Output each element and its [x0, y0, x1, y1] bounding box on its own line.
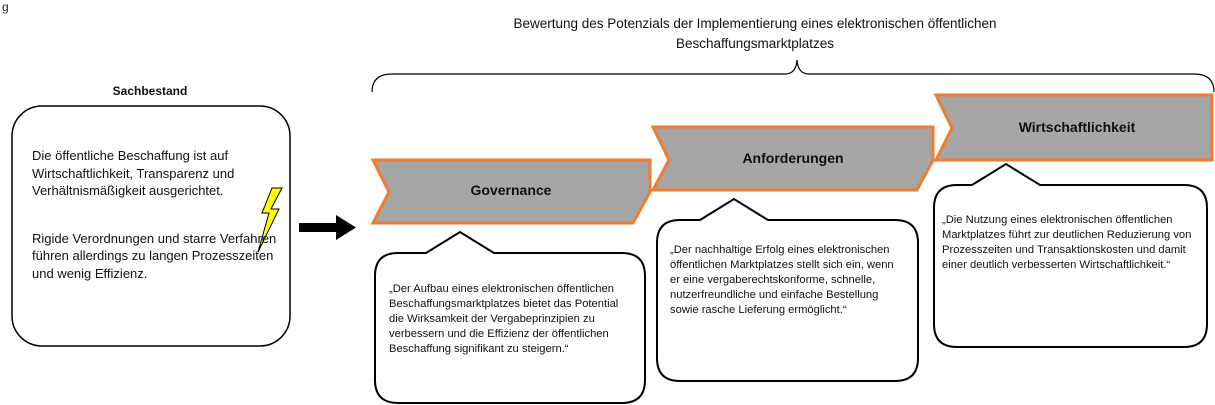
- quote-governance: „Der Aufbau eines elektronischen öffentl…: [389, 283, 619, 355]
- speech-bubble-governance: [374, 230, 646, 404]
- figure-label: g: [2, 0, 9, 14]
- diagram-title: Bewertung des Potenzials der Implementie…: [513, 16, 997, 51]
- sachbestand-box: [11, 105, 291, 347]
- sachbestand-paragraph-2: Rigide Verordnungen und starre Verfahren…: [32, 230, 277, 281]
- step-label-wirtschaftlichkeit: Wirtschaftlichkeit: [1018, 119, 1136, 135]
- sachbestand-text: Die öffentliche Beschaffung ist auf Wirt…: [32, 147, 280, 312]
- banner-anforderungen: [650, 125, 935, 192]
- banner-wirtschaftlichkeit: [933, 93, 1214, 162]
- quote-anforderungen: „Der nachhaltige Erfolg eines elektronis…: [670, 244, 894, 316]
- speech-bubble-anforderungen: [656, 197, 919, 382]
- curly-brace: [371, 59, 1215, 93]
- step-label-governance: Governance: [470, 182, 552, 198]
- sachbestand-heading: Sachbestand: [112, 84, 188, 98]
- right-arrow-icon: [299, 215, 356, 240]
- lightning-icon: [257, 187, 283, 253]
- speech-bubble-wirtschaftlichkeit: [933, 162, 1208, 348]
- step-label-anforderungen: Anforderungen: [742, 150, 844, 166]
- quote-wirtschaftlichkeit: „Die Nutzung eines elektronischen öffent…: [942, 214, 1192, 271]
- sachbestand-paragraph-1: Die öffentliche Beschaffung ist auf Wirt…: [32, 148, 235, 198]
- banner-governance: [370, 158, 652, 225]
